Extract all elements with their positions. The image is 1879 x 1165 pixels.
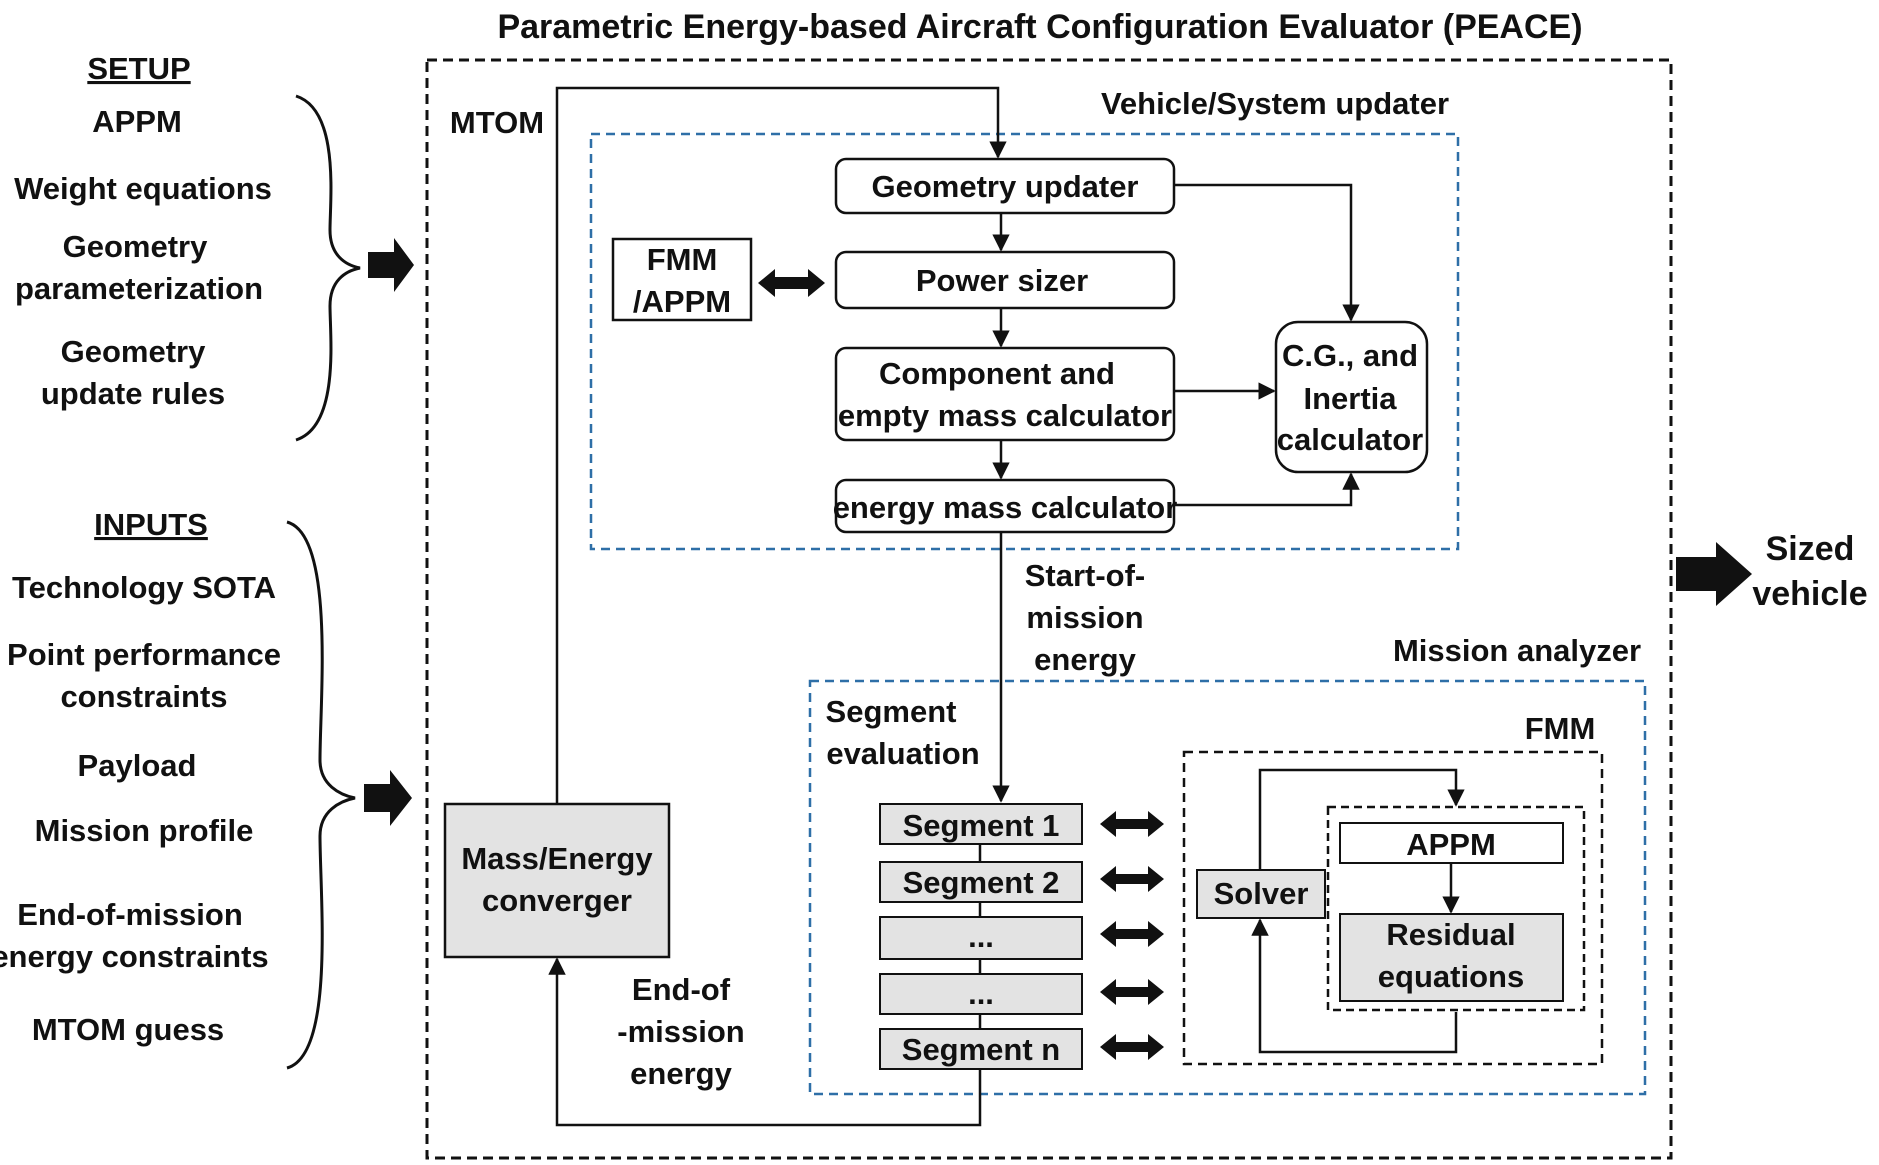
inputs-item-constraints: constraints bbox=[60, 679, 227, 714]
component-mass-line1: Component and bbox=[879, 356, 1115, 391]
power-sizer-label: Power sizer bbox=[916, 263, 1088, 298]
cg-inertia-box bbox=[1274, 320, 1429, 474]
segment-2-box bbox=[879, 861, 1083, 903]
end-of-mission-line2: -mission bbox=[617, 1014, 744, 1049]
geometry-updater-label: Geometry updater bbox=[871, 169, 1138, 204]
inputs-item-energy-constraints: energy constraints bbox=[0, 939, 269, 974]
energy-mass-label: energy mass calculator bbox=[833, 490, 1178, 525]
mtom-label: MTOM bbox=[450, 105, 544, 140]
appm-box bbox=[1339, 822, 1564, 864]
fmm-power-double-arrow bbox=[758, 269, 825, 297]
setup-item-geometry: Geometry bbox=[63, 229, 208, 264]
cg-inertia-line2: Inertia bbox=[1303, 381, 1397, 416]
power-sizer-box bbox=[834, 250, 1176, 310]
fmm-appm-box bbox=[611, 237, 753, 322]
setup-arrow bbox=[368, 238, 414, 292]
fmm-appm-line2: /APPM bbox=[633, 284, 731, 319]
setup-item-appm: APPM bbox=[92, 104, 182, 139]
inputs-item-mission-profile: Mission profile bbox=[35, 813, 254, 848]
fmm-inner-box bbox=[1326, 805, 1586, 1012]
end-of-mission-line1: End-of bbox=[632, 972, 731, 1007]
mission-analyzer-box bbox=[808, 679, 1647, 1096]
inputs-item-technology-sota: Technology SOTA bbox=[12, 570, 276, 605]
segment-evaluation-line2: evaluation bbox=[826, 736, 979, 771]
solver-label: Solver bbox=[1214, 876, 1309, 911]
diagram-title: Parametric Energy-based Aircraft Configu… bbox=[497, 8, 1582, 46]
setup-item-geometry-2: Geometry bbox=[61, 334, 206, 369]
segment-n-label: Segment n bbox=[902, 1032, 1060, 1067]
end-of-mission-connector bbox=[548, 957, 982, 1127]
converger-line1: Mass/Energy bbox=[461, 841, 653, 876]
inputs-arrow bbox=[364, 770, 412, 826]
fmm-connectors bbox=[1251, 768, 1465, 1054]
fmm-appm-line1: FMM bbox=[647, 242, 718, 277]
output-line2: vehicle bbox=[1752, 575, 1867, 613]
appm-label: APPM bbox=[1406, 827, 1496, 862]
output-line1: Sized bbox=[1766, 530, 1855, 568]
vehicle-updater-box bbox=[589, 132, 1460, 551]
converger-box bbox=[443, 802, 671, 959]
segment-4-box bbox=[879, 973, 1083, 1015]
segment-1-label: Segment 1 bbox=[903, 808, 1060, 843]
setup-heading: SETUP bbox=[87, 51, 190, 86]
setup-brace bbox=[295, 94, 361, 442]
segment-4-label: ... bbox=[968, 976, 994, 1011]
residual-box bbox=[1339, 913, 1564, 1002]
segment-1-box bbox=[879, 803, 1083, 845]
inputs-brace bbox=[286, 520, 356, 1070]
setup-panel: SETUP APPM Weight equations Geometry par… bbox=[14, 51, 414, 442]
setup-item-weight-equations: Weight equations bbox=[14, 171, 272, 206]
inputs-panel: INPUTS Technology SOTA Point performance… bbox=[0, 507, 412, 1070]
cg-inertia-line1: C.G., and bbox=[1282, 338, 1418, 373]
vehicle-updater-connectors bbox=[555, 86, 1360, 804]
inputs-item-end-of-mission: End-of-mission bbox=[17, 897, 243, 932]
segment-fmm-double-arrows bbox=[1100, 811, 1164, 1060]
segment-2-label: Segment 2 bbox=[903, 865, 1060, 900]
start-of-mission-line1: Start-of- bbox=[1025, 558, 1146, 593]
segment-evaluation-line1: Segment bbox=[826, 694, 957, 729]
output-arrow bbox=[1676, 542, 1752, 606]
setup-item-parameterization: parameterization bbox=[15, 271, 263, 306]
end-of-mission-line3: energy bbox=[630, 1056, 732, 1091]
fmm-title: FMM bbox=[1525, 711, 1596, 746]
start-of-mission-line3: energy bbox=[1034, 642, 1136, 677]
inputs-item-point-performance: Point performance bbox=[7, 637, 281, 672]
inputs-item-mtom-guess: MTOM guess bbox=[32, 1012, 224, 1047]
cg-inertia-line3: calculator bbox=[1277, 422, 1423, 457]
component-mass-line2: empty mass calculator bbox=[838, 398, 1172, 433]
fmm-box bbox=[1182, 750, 1604, 1066]
converger-line2: converger bbox=[482, 883, 632, 918]
peace-outer-box bbox=[425, 58, 1673, 1160]
mission-analyzer-title: Mission analyzer bbox=[1393, 633, 1641, 668]
residual-line1: Residual bbox=[1386, 917, 1515, 952]
residual-line2: equations bbox=[1378, 959, 1524, 994]
start-of-mission-line2: mission bbox=[1026, 600, 1143, 635]
component-mass-box bbox=[834, 346, 1176, 442]
segment-3-box bbox=[879, 916, 1083, 960]
inputs-item-payload: Payload bbox=[78, 748, 197, 783]
setup-item-update-rules: update rules bbox=[41, 376, 225, 411]
inputs-heading: INPUTS bbox=[94, 507, 208, 542]
vehicle-updater-title: Vehicle/System updater bbox=[1101, 86, 1449, 121]
segment-3-label: ... bbox=[968, 919, 994, 954]
